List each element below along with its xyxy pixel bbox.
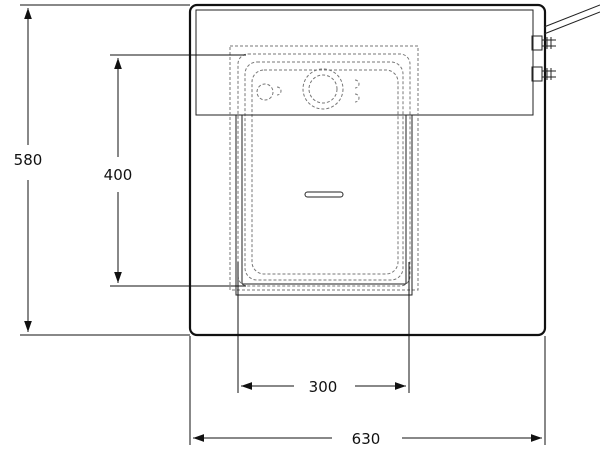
extension-lines [20,4,546,445]
hidden-knob-left [256,83,282,101]
hidden-knob-center [302,68,344,110]
hidden-knob-right [354,79,360,103]
dimension-inner-height: 400 [104,58,133,283]
hose-connector-lower [531,66,556,82]
dimension-inner-width-label: 300 [309,378,338,396]
door-panel [235,114,413,296]
dimension-inner-width: 300 [241,378,406,396]
dimension-inner-height-label: 400 [104,166,133,184]
dimension-overall-height: 580 [14,7,43,332]
hose-connector-upper [531,35,556,51]
supply-pipe [543,4,600,35]
dimension-overall-width-label: 630 [352,430,381,448]
hidden-housing [229,45,419,291]
dimension-overall-height-label: 580 [14,151,43,169]
door-handle [304,191,344,198]
cabinet-outline [188,3,547,337]
dimension-overall-width: 630 [193,430,542,448]
